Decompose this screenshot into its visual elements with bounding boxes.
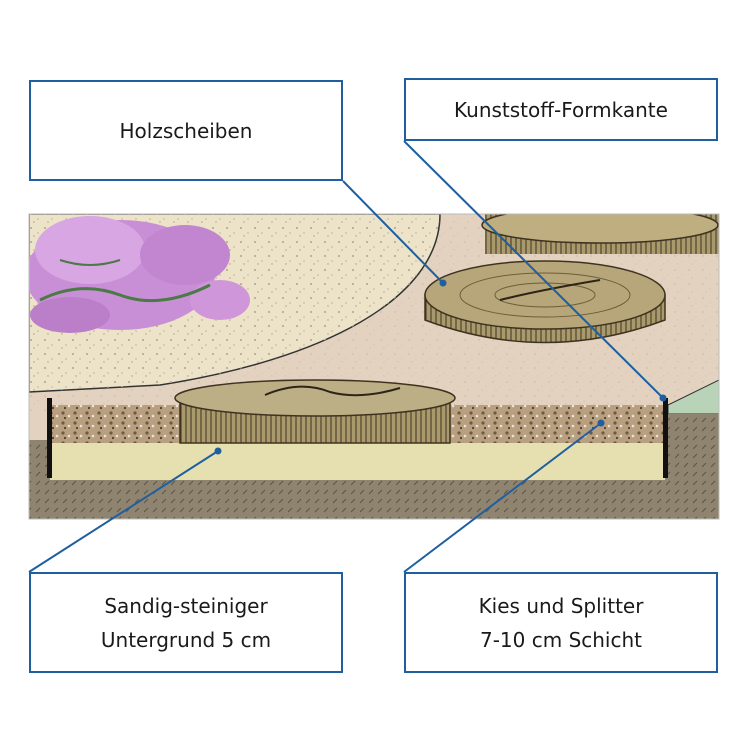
- leader-kunststoff-formkante: [403, 140, 664, 399]
- scene-artwork: [29, 214, 719, 519]
- leader-lines: [28, 140, 664, 573]
- label-sandig-line2: Untergrund 5 cm: [100, 627, 272, 652]
- label-kunststoff-formkante-text: Kunststoff-Formkante: [454, 97, 668, 122]
- label-kies-line1: Kies und Splitter: [478, 593, 644, 618]
- leader-sandig: [28, 450, 219, 573]
- plastic-edging-right: [663, 398, 668, 478]
- front-wood-disc: [174, 379, 456, 444]
- middle-wood-disc: [424, 260, 666, 344]
- label-kies-line2: 7-10 cm Schicht: [479, 627, 643, 652]
- label-kies-und-splitter: Kies und Splitter 7-10 cm Schicht: [404, 572, 718, 673]
- leader-holzscheiben: [342, 180, 444, 284]
- label-sandig-steiniger-untergrund: Sandig-steiniger Untergrund 5 cm: [29, 572, 343, 673]
- far-wood-disc: [481, 214, 719, 254]
- label-sandig-line1: Sandig-steiniger: [104, 593, 268, 618]
- label-holzscheiben-text: Holzscheiben: [119, 118, 253, 143]
- flower-bush: [29, 216, 250, 333]
- leader-kies: [403, 422, 602, 573]
- label-holzscheiben: Holzscheiben: [29, 80, 343, 181]
- label-kunststoff-formkante: Kunststoff-Formkante: [404, 78, 718, 141]
- sand-layer: [50, 440, 665, 480]
- plastic-edging-left: [47, 398, 52, 478]
